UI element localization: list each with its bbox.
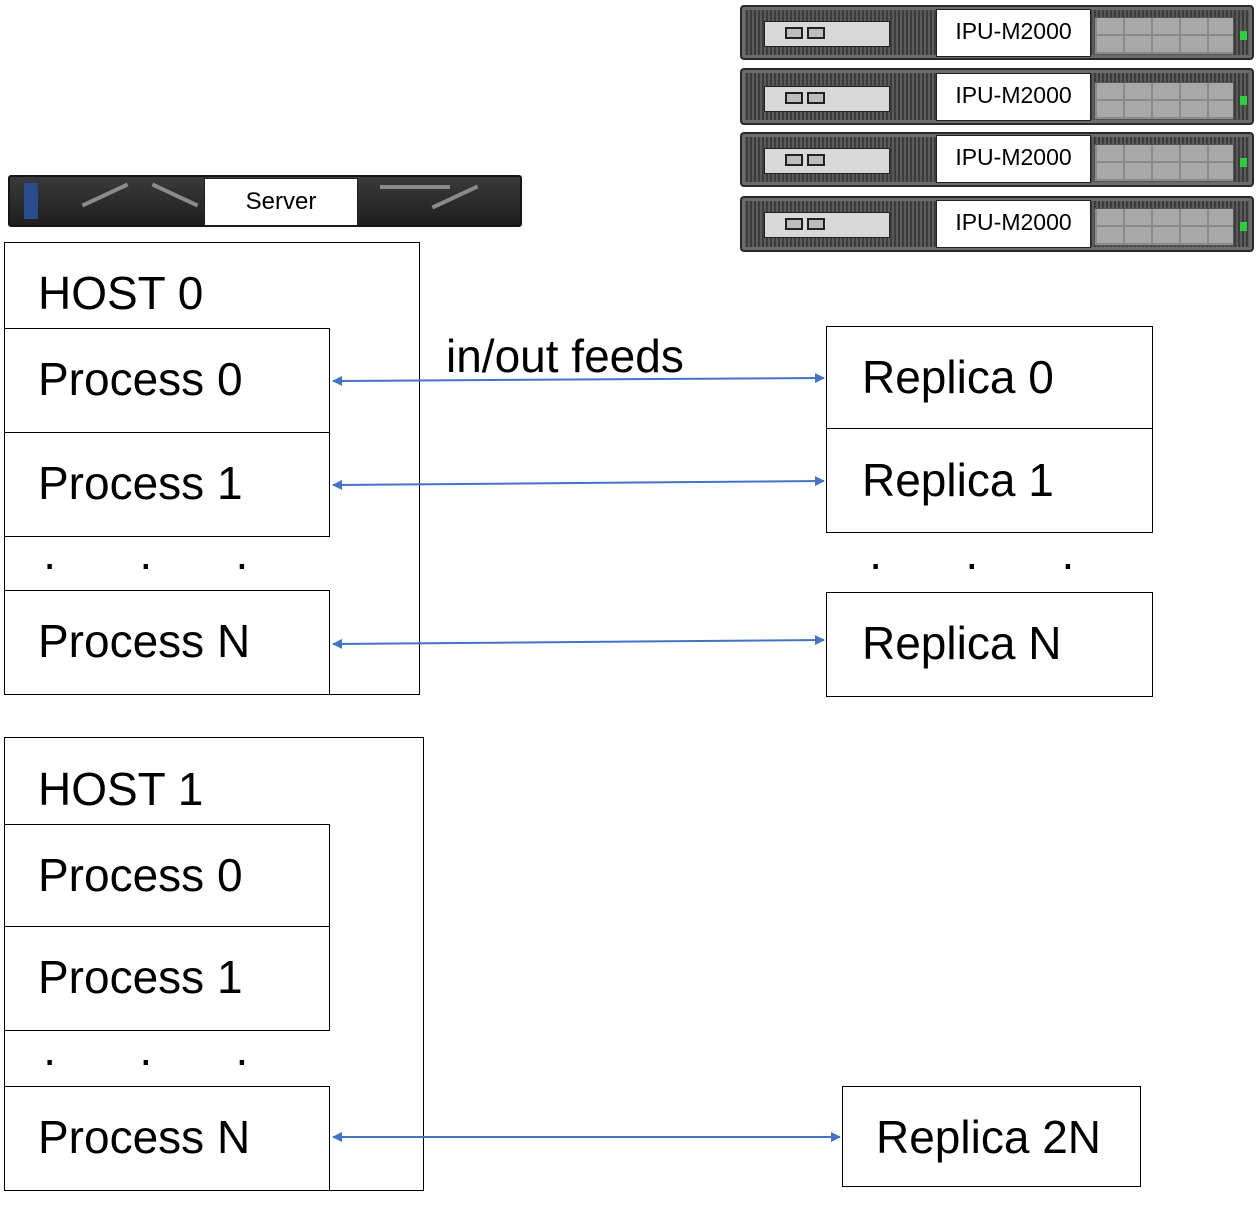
host-1-process-1-label: Process 1	[38, 951, 243, 1003]
ipu-rack-3: IPU-M2000	[740, 196, 1254, 252]
host-0-process-1-label: Process 1	[38, 457, 243, 509]
replica-2n	[842, 1086, 1141, 1187]
ipu-rack-label: IPU-M2000	[936, 200, 1091, 248]
replica-ellipsis: · · ·	[868, 537, 1110, 589]
replica-2n-label: Replica 2N	[876, 1111, 1101, 1163]
host-0-ellipsis: · · ·	[42, 537, 284, 589]
host-1-process-0	[4, 824, 330, 928]
ipu-rack-0: IPU-M2000	[740, 5, 1254, 60]
ipu-rack-1: IPU-M2000	[740, 68, 1254, 125]
replica-1	[826, 428, 1153, 533]
host-0-process-1	[4, 432, 330, 537]
edge-label: in/out feeds	[446, 330, 684, 382]
replica-n	[826, 592, 1153, 697]
host-1-title: HOST 1	[38, 763, 204, 815]
arrow-process-1-replica-1	[332, 476, 825, 490]
host-0-process-0-label: Process 0	[38, 353, 243, 405]
ipu-rack-label: IPU-M2000	[936, 73, 1091, 121]
replica-0-label: Replica 0	[862, 351, 1054, 403]
ipu-rack-2: IPU-M2000	[740, 132, 1254, 187]
arrow-process-0-replica-0	[332, 373, 825, 386]
host-0-process-n	[4, 590, 330, 695]
host-1-process-n-label: Process N	[38, 1111, 251, 1163]
host-0-title: HOST 0	[38, 267, 204, 319]
host-1-process-1	[4, 926, 330, 1031]
replica-0	[826, 326, 1153, 430]
server-label: Server	[204, 178, 358, 226]
host-1-ellipsis: · · ·	[42, 1033, 284, 1085]
host-1-process-0-label: Process 0	[38, 849, 243, 901]
host-0-process-n-label: Process N	[38, 615, 251, 667]
host-1-process-n	[4, 1086, 330, 1191]
replica-1-label: Replica 1	[862, 454, 1054, 506]
server-image: Server	[8, 175, 522, 227]
arrow-process-n-replica-n	[332, 635, 825, 649]
replica-n-label: Replica N	[862, 617, 1062, 669]
ipu-rack-label: IPU-M2000	[936, 135, 1091, 183]
ipu-rack-label: IPU-M2000	[936, 9, 1091, 57]
